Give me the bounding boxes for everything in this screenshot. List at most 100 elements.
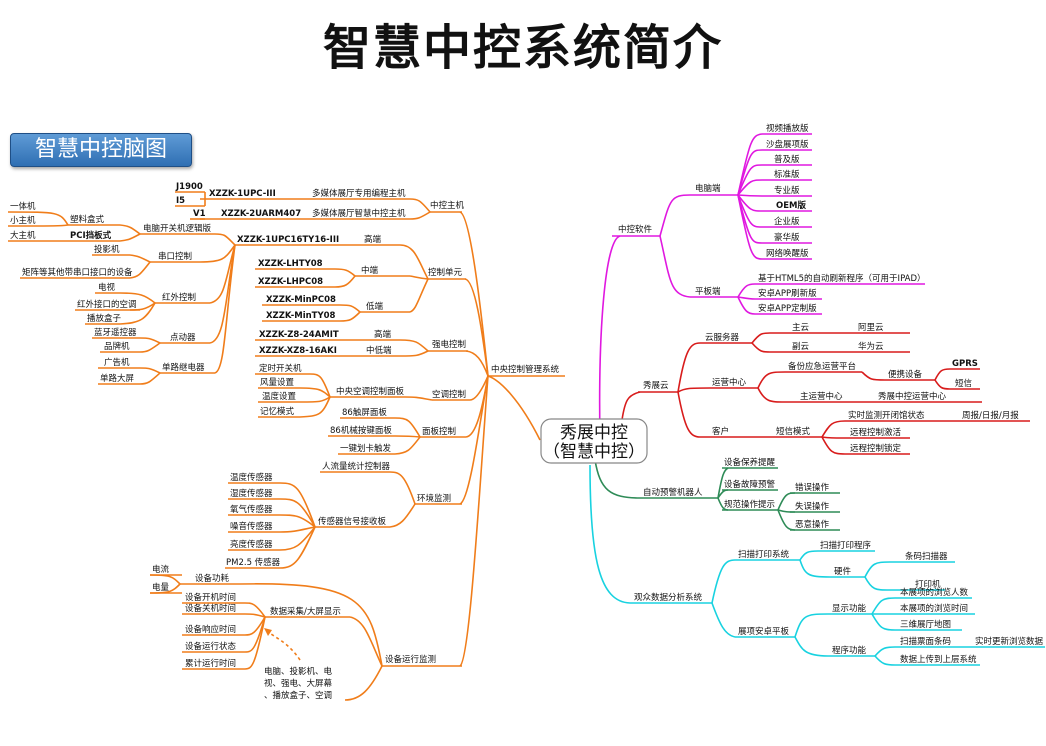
software-android1: 安卓APP刷新版 — [758, 288, 817, 299]
power-high: 高端 — [374, 329, 392, 340]
note-arrow-head — [264, 628, 272, 636]
cloud-main: 主云 — [792, 322, 810, 333]
monitor-item: 累计运行时间 — [185, 658, 236, 669]
env-sensor: 温度传感器 — [230, 472, 273, 483]
robot-norm: 规范操作提示 — [724, 499, 775, 510]
env-label: 环境监测 — [417, 493, 451, 504]
ir-player: 播放盒子 — [87, 313, 122, 324]
robot-miss: 失误操作 — [795, 501, 830, 512]
dot-bt: 蓝牙遥控器 — [94, 327, 137, 338]
control-lhpc: XZZK-LHPC08 — [258, 277, 323, 287]
control-mid: 中端 — [361, 265, 379, 276]
monitor-item: 设备响应时间 — [185, 624, 236, 635]
monitor-item: 设备关机时间 — [185, 603, 236, 614]
monitor-item: 设备开机时间 — [185, 592, 236, 603]
panel-key: 86机械按键面板 — [330, 425, 392, 436]
control-minty: XZZK-MinTY08 — [266, 311, 336, 321]
cloud-smsmode: 短信模式 — [776, 426, 811, 437]
host-model-2: XZZK-2UARM407 — [221, 209, 301, 219]
cloud-huawei: 华为云 — [858, 341, 884, 352]
ac-label: 空调控制 — [432, 389, 466, 400]
analysis-p1: 扫描票面条码 — [900, 636, 951, 647]
ir-ac: 红外接口的空调 — [77, 299, 137, 310]
env-people: 人流量统计控制器 — [322, 461, 391, 472]
analysis-p1r: 实时更新浏览数据 — [975, 636, 1044, 647]
center-node — [540, 418, 648, 464]
ir-tv: 电视 — [98, 282, 116, 293]
software-version: 网络唤醒版 — [766, 248, 809, 259]
relay-label: 电脑开关机逻辑版 — [143, 223, 212, 234]
software-android2: 安卓APP定制版 — [758, 303, 817, 314]
center-line2: （智慧中控） — [543, 442, 645, 462]
analysis-printer: 打印机 — [915, 579, 941, 590]
left-branch — [7, 191, 565, 701]
relay-small: 小主机 — [10, 215, 36, 226]
robot-remind: 设备保养提醒 — [724, 457, 776, 468]
monitor-current: 电流 — [152, 564, 170, 575]
env-board: 传感器信号接收板 — [318, 516, 387, 527]
software-version: OEM版 — [776, 200, 806, 211]
cloud-sms: 短信 — [955, 378, 973, 389]
software-version: 普及版 — [774, 154, 800, 165]
monitor-item: 设备运行状态 — [185, 641, 237, 652]
ir-label: 红外控制 — [162, 292, 196, 303]
relay-plastic: 塑料盒式 — [70, 214, 105, 225]
host-label: 中控主机 — [430, 200, 465, 211]
control-label: 控制单元 — [428, 267, 463, 278]
dot-sign: 品牌机 — [104, 341, 130, 352]
cloud-report: 周报/日报/月报 — [962, 410, 1019, 421]
cloud-activate: 远程控制激活 — [850, 427, 902, 438]
analysis-branch — [589, 464, 1045, 666]
cloud-xzops: 秀展中控运营中心 — [878, 391, 947, 402]
root-label: 中央控制管理系统 — [491, 364, 560, 375]
analysis-scanprog: 扫描打印程序 — [820, 540, 872, 551]
control-model: XZZK-1UPC16TY16-III — [237, 235, 339, 245]
ac-mem: 记忆模式 — [260, 406, 295, 417]
env-sensor: 氧气传感器 — [230, 504, 273, 515]
software-html5: 基于HTML5的自动刷新程序（可用于IPAD） — [758, 273, 926, 284]
monitor-power: 设备功耗 — [195, 573, 230, 584]
host-v1: V1 — [193, 209, 206, 219]
single-ad: 广告机 — [104, 357, 130, 368]
panel-touch: 86触屏面板 — [342, 407, 387, 418]
monitor-note: 电脑、投影机、电 — [264, 666, 333, 677]
center-line1: 秀展中控 — [560, 423, 628, 443]
analysis-display: 显示功能 — [832, 603, 867, 614]
monitor-label: 设备运行监测 — [385, 654, 436, 665]
software-version: 标准版 — [774, 169, 800, 180]
control-high: 高端 — [364, 234, 382, 245]
relay-pci: PCI挡板式 — [70, 230, 112, 241]
serial-label: 串口控制 — [158, 251, 192, 262]
ac-fan: 风量设置 — [260, 377, 295, 388]
control-lhty: XZZK-LHTY08 — [258, 259, 323, 269]
panel-label: 面板控制 — [422, 426, 456, 437]
host-model-1: XZZK-1UPC-III — [209, 189, 276, 199]
power-label: 强电控制 — [432, 339, 466, 350]
software-label: 中控软件 — [618, 224, 653, 235]
cloud-mainops: 主运营中心 — [800, 391, 843, 402]
env-sensor: PM2.5 传感器 — [226, 557, 281, 568]
cloud-portable: 便携设备 — [888, 369, 923, 380]
env-sensor: 噪音传感器 — [230, 521, 273, 532]
power-mid: 中低端 — [366, 345, 392, 356]
robot-branch — [594, 459, 840, 531]
host-j1900: J1900 — [175, 182, 203, 192]
ac-timer: 定时开关机 — [259, 363, 302, 374]
software-version: 企业版 — [774, 216, 800, 227]
analysis-scan: 扫描打印系统 — [738, 549, 790, 560]
robot-label: 自动预警机器人 — [643, 487, 703, 498]
software-version: 豪华版 — [774, 232, 800, 243]
page-title: 智慧中控系统简介 — [322, 20, 723, 76]
env-sensor: 湿度传感器 — [230, 488, 273, 499]
robot-fault: 设备故障预警 — [724, 479, 776, 490]
cloud-realtime: 实时监测开闭馆状态 — [848, 410, 925, 421]
host-model-2-desc: 多媒体展厅智慧中控主机 — [312, 208, 406, 219]
host-model-1-desc: 多媒体展厅专用编程主机 — [312, 188, 406, 199]
monitor-note: 视、强电、大屏幕 — [264, 678, 333, 689]
monitor-screen: 数据采集/大屏显示 — [270, 606, 341, 617]
analysis-hardware: 硬件 — [834, 566, 852, 577]
note-arrow — [267, 631, 301, 661]
panel-card: 一键划卡触发 — [340, 443, 392, 454]
serial-matrix: 矩阵等其他带串口接口的设备 — [22, 267, 133, 278]
